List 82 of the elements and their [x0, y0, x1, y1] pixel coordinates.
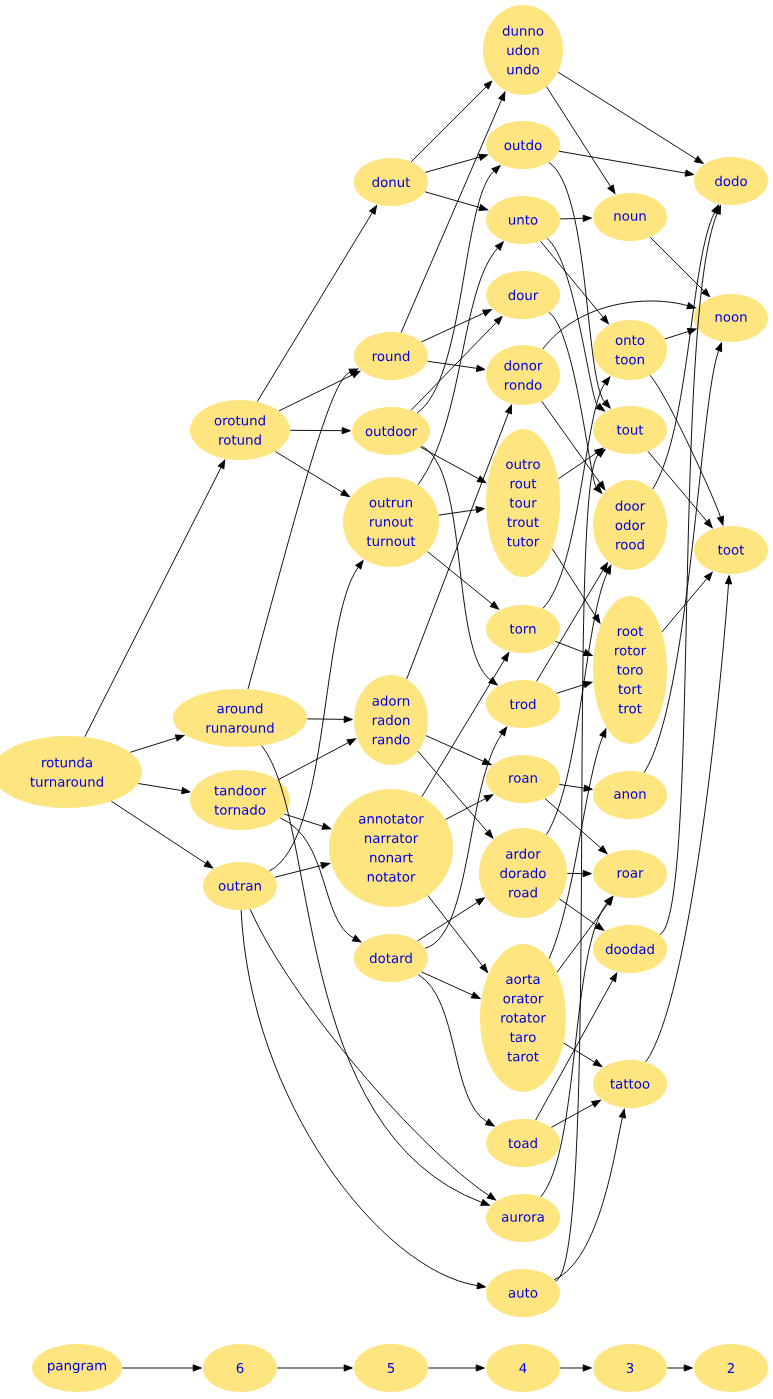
- arrow: [410, 316, 503, 411]
- arrow: [652, 204, 719, 490]
- arrow: [551, 548, 601, 624]
- arrow: [548, 311, 603, 494]
- arrow: [664, 328, 697, 340]
- arrow: [274, 451, 350, 498]
- arrow: [240, 909, 486, 1290]
- arrow: [424, 153, 488, 173]
- arrow: [659, 205, 721, 935]
- arrow: [137, 783, 191, 795]
- arrow: [421, 445, 498, 686]
- arrow: [247, 368, 359, 690]
- arrow: [541, 400, 606, 491]
- arrow: [425, 735, 492, 766]
- arrow: [84, 459, 226, 738]
- arrow: [548, 161, 611, 409]
- arrow: [540, 896, 613, 1198]
- arrow: [400, 91, 506, 334]
- arrow: [555, 449, 606, 1282]
- arrow: [438, 506, 485, 516]
- arrow: [256, 205, 378, 403]
- arrow: [261, 745, 490, 1206]
- arrow: [121, 1364, 202, 1372]
- arrow: [268, 560, 364, 872]
- arrow: [542, 376, 611, 609]
- arrow: [284, 813, 332, 830]
- arrow: [649, 236, 711, 298]
- arrow: [558, 150, 695, 177]
- arrow: [406, 404, 512, 680]
- arrow: [647, 450, 713, 529]
- arrow: [445, 794, 494, 820]
- arrow: [417, 897, 485, 942]
- arrow: [274, 861, 330, 878]
- arrow: [249, 908, 497, 1201]
- arrow: [643, 342, 723, 773]
- arrow: [417, 750, 494, 839]
- arrow: [417, 241, 504, 486]
- arrow: [544, 798, 608, 854]
- arrow: [536, 562, 608, 682]
- arrow: [417, 974, 495, 1127]
- arrow: [540, 240, 609, 325]
- arrow: [557, 71, 704, 164]
- arrow: [558, 898, 605, 931]
- arrow: [427, 1364, 485, 1372]
- arrow: [645, 575, 733, 1063]
- arrow: [110, 800, 214, 869]
- arrow: [421, 652, 510, 798]
- arrow: [649, 374, 724, 526]
- arrow: [666, 1364, 693, 1372]
- arrow: [661, 571, 713, 633]
- arrow: [546, 565, 612, 836]
- arrow: [289, 427, 351, 435]
- arrow: [553, 1108, 626, 1281]
- arrow: [276, 1364, 353, 1372]
- arrow: [559, 214, 592, 222]
- arrow: [542, 300, 696, 350]
- arrow: [419, 446, 487, 484]
- arrow: [535, 972, 618, 1121]
- arrow: [421, 971, 481, 999]
- arrow: [424, 191, 489, 211]
- arrow: [420, 309, 492, 343]
- arrow: [427, 895, 489, 973]
- arrow: [416, 165, 501, 414]
- arrow: [563, 1042, 603, 1068]
- arrow: [556, 681, 593, 694]
- arrow: [277, 738, 357, 781]
- arrow: [278, 370, 361, 412]
- arrow: [410, 80, 493, 163]
- arrow: [566, 869, 592, 878]
- arrow: [558, 783, 593, 792]
- arrow: [129, 734, 185, 753]
- arrow: [306, 715, 353, 723]
- arrow: [427, 551, 500, 610]
- arrow: [424, 726, 508, 949]
- arrow: [550, 1099, 601, 1128]
- arrow: [279, 817, 362, 943]
- arrow: [546, 238, 605, 412]
- arrow: [554, 640, 593, 656]
- arrow: [559, 1364, 592, 1372]
- arrow: [426, 360, 486, 372]
- arrow: [548, 728, 607, 960]
- arrow: [546, 86, 616, 194]
